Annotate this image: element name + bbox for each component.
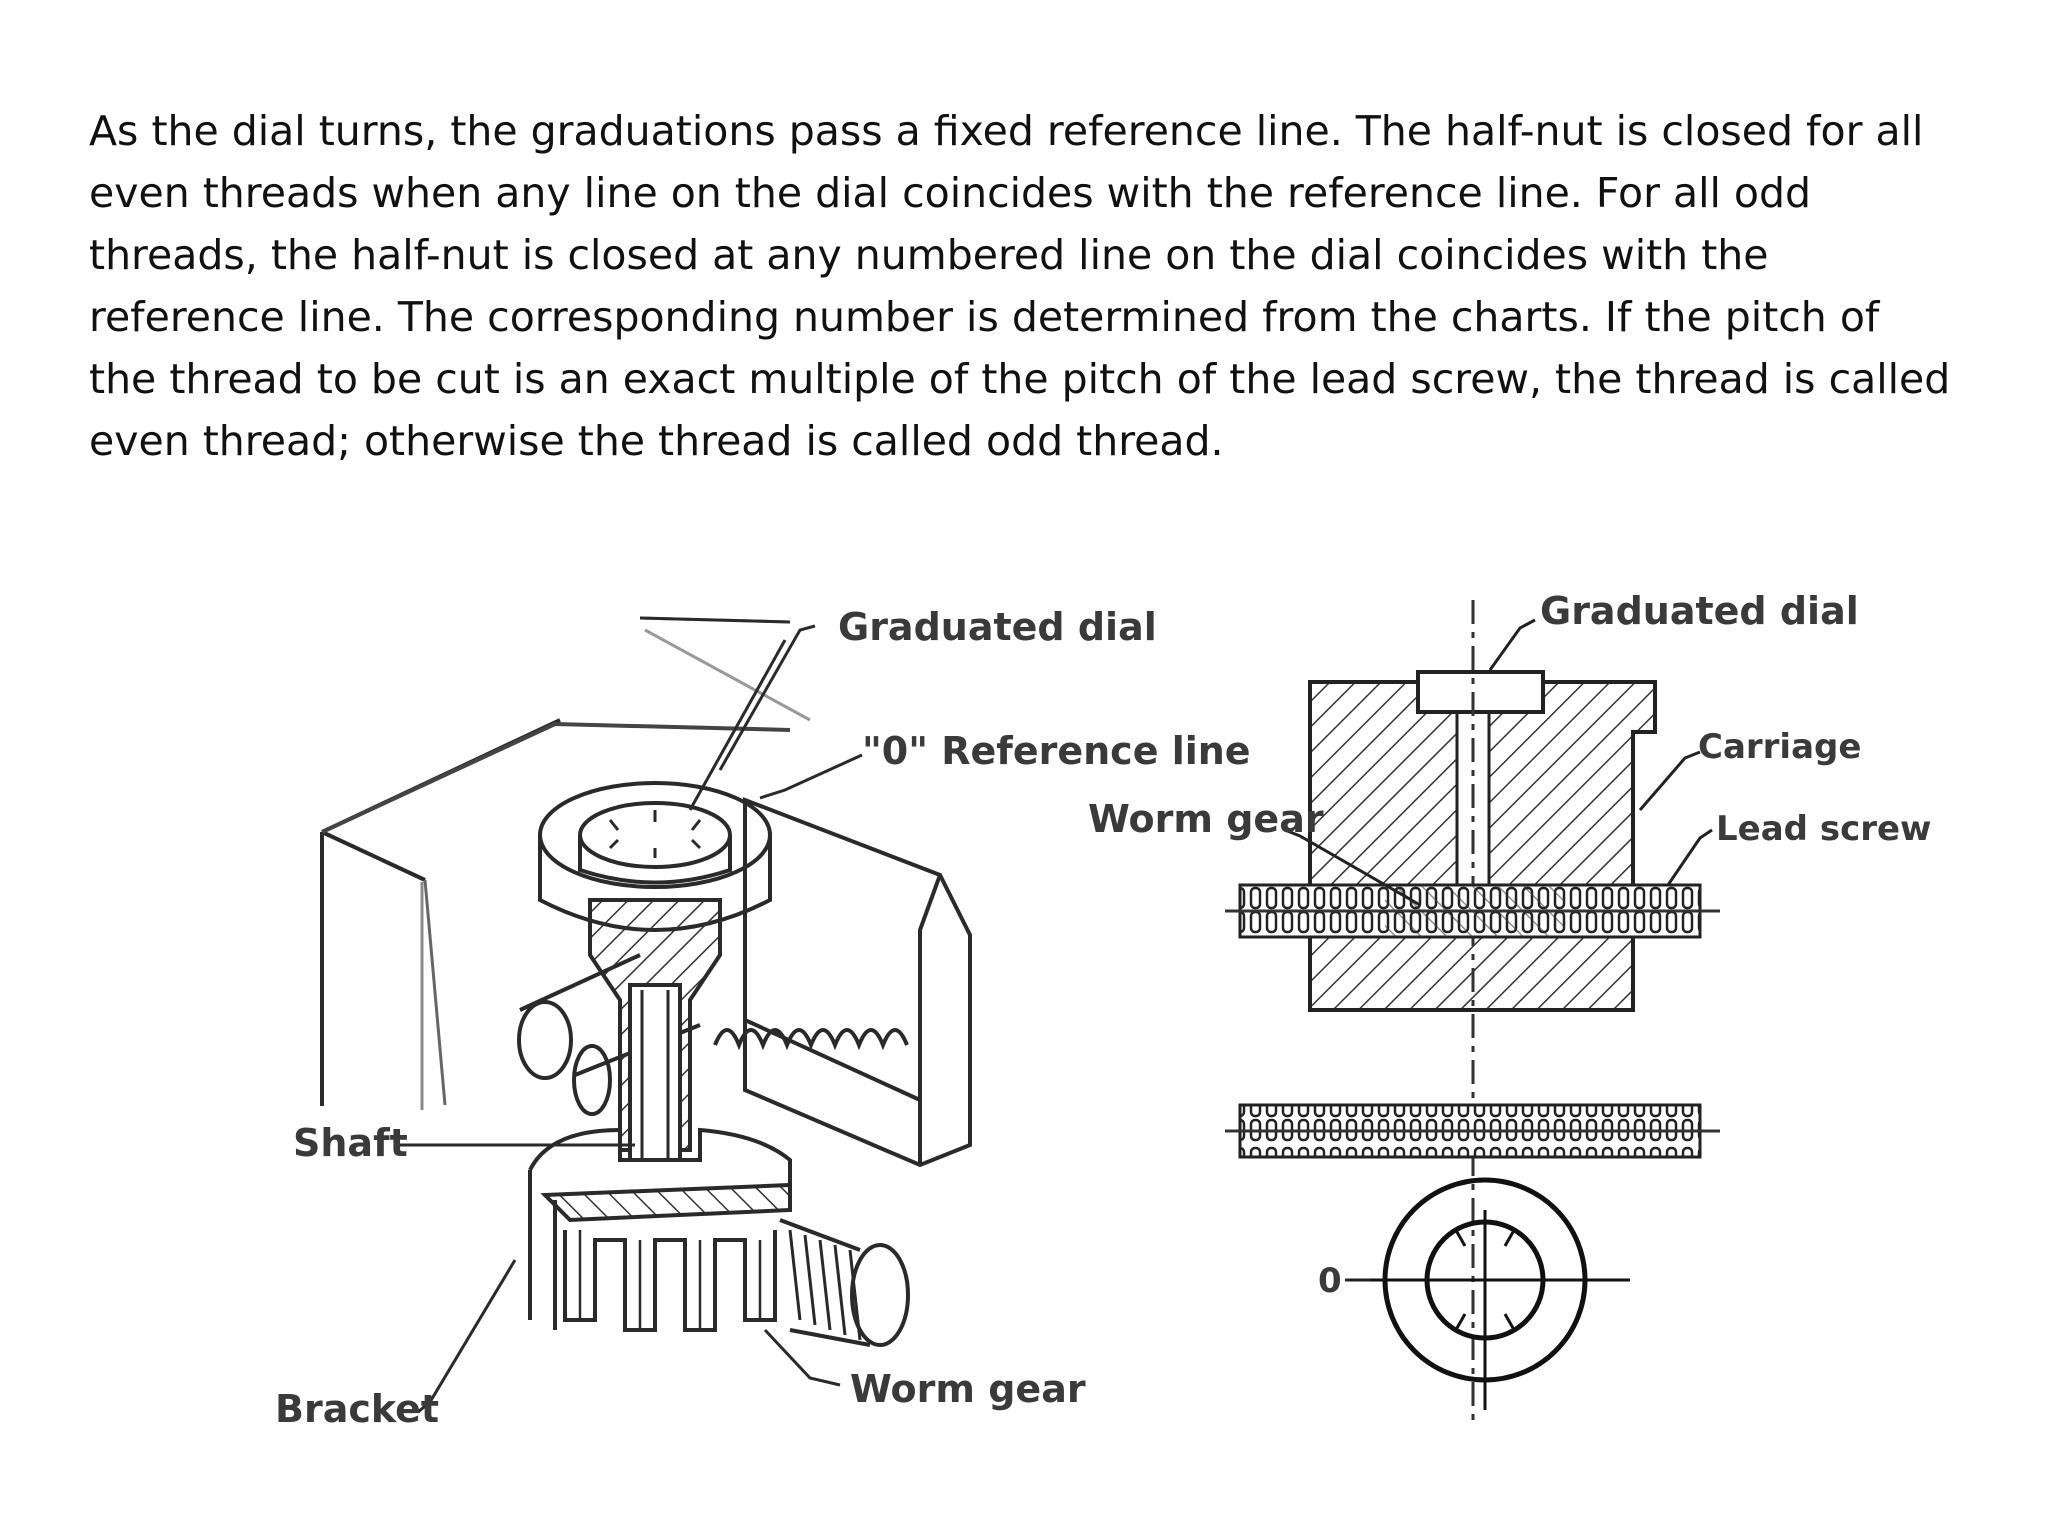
paragraph-line: threads, the half-nut is closed at any n…	[89, 231, 1769, 279]
left-cutaway-drawing	[320, 616, 972, 1414]
right-carriage-label: Carriage	[1698, 727, 1861, 767]
left-graduated-dial-label: Graduated dial	[838, 605, 1157, 649]
left-worm-gear-label: Worm gear	[850, 1367, 1086, 1411]
paragraph-line: As the dial turns, the graduations pass …	[89, 107, 1924, 155]
right-zero-mark-label: 0	[1318, 1261, 1342, 1301]
body-paragraph: As the dial turns, the graduations pass …	[89, 100, 1989, 472]
right-graduated-dial-label: Graduated dial	[1540, 589, 1859, 633]
right-lead-screw-label: Lead screw	[1716, 809, 1931, 849]
left-shaft-label: Shaft	[293, 1121, 408, 1165]
left-bracket-label: Bracket	[275, 1387, 439, 1431]
paragraph-line: even thread; otherwise the thread is cal…	[89, 417, 1224, 465]
right-section-drawing	[1225, 600, 1720, 1420]
right-worm-gear-label: Worm gear	[1088, 797, 1324, 841]
left-reference-line-label: "0" Reference line	[862, 729, 1251, 773]
paragraph-line: the thread to be cut is an exact multipl…	[89, 355, 1951, 403]
paragraph-line: even threads when any line on the dial c…	[89, 169, 1812, 217]
paragraph-line: reference line. The corresponding number…	[89, 293, 1880, 341]
